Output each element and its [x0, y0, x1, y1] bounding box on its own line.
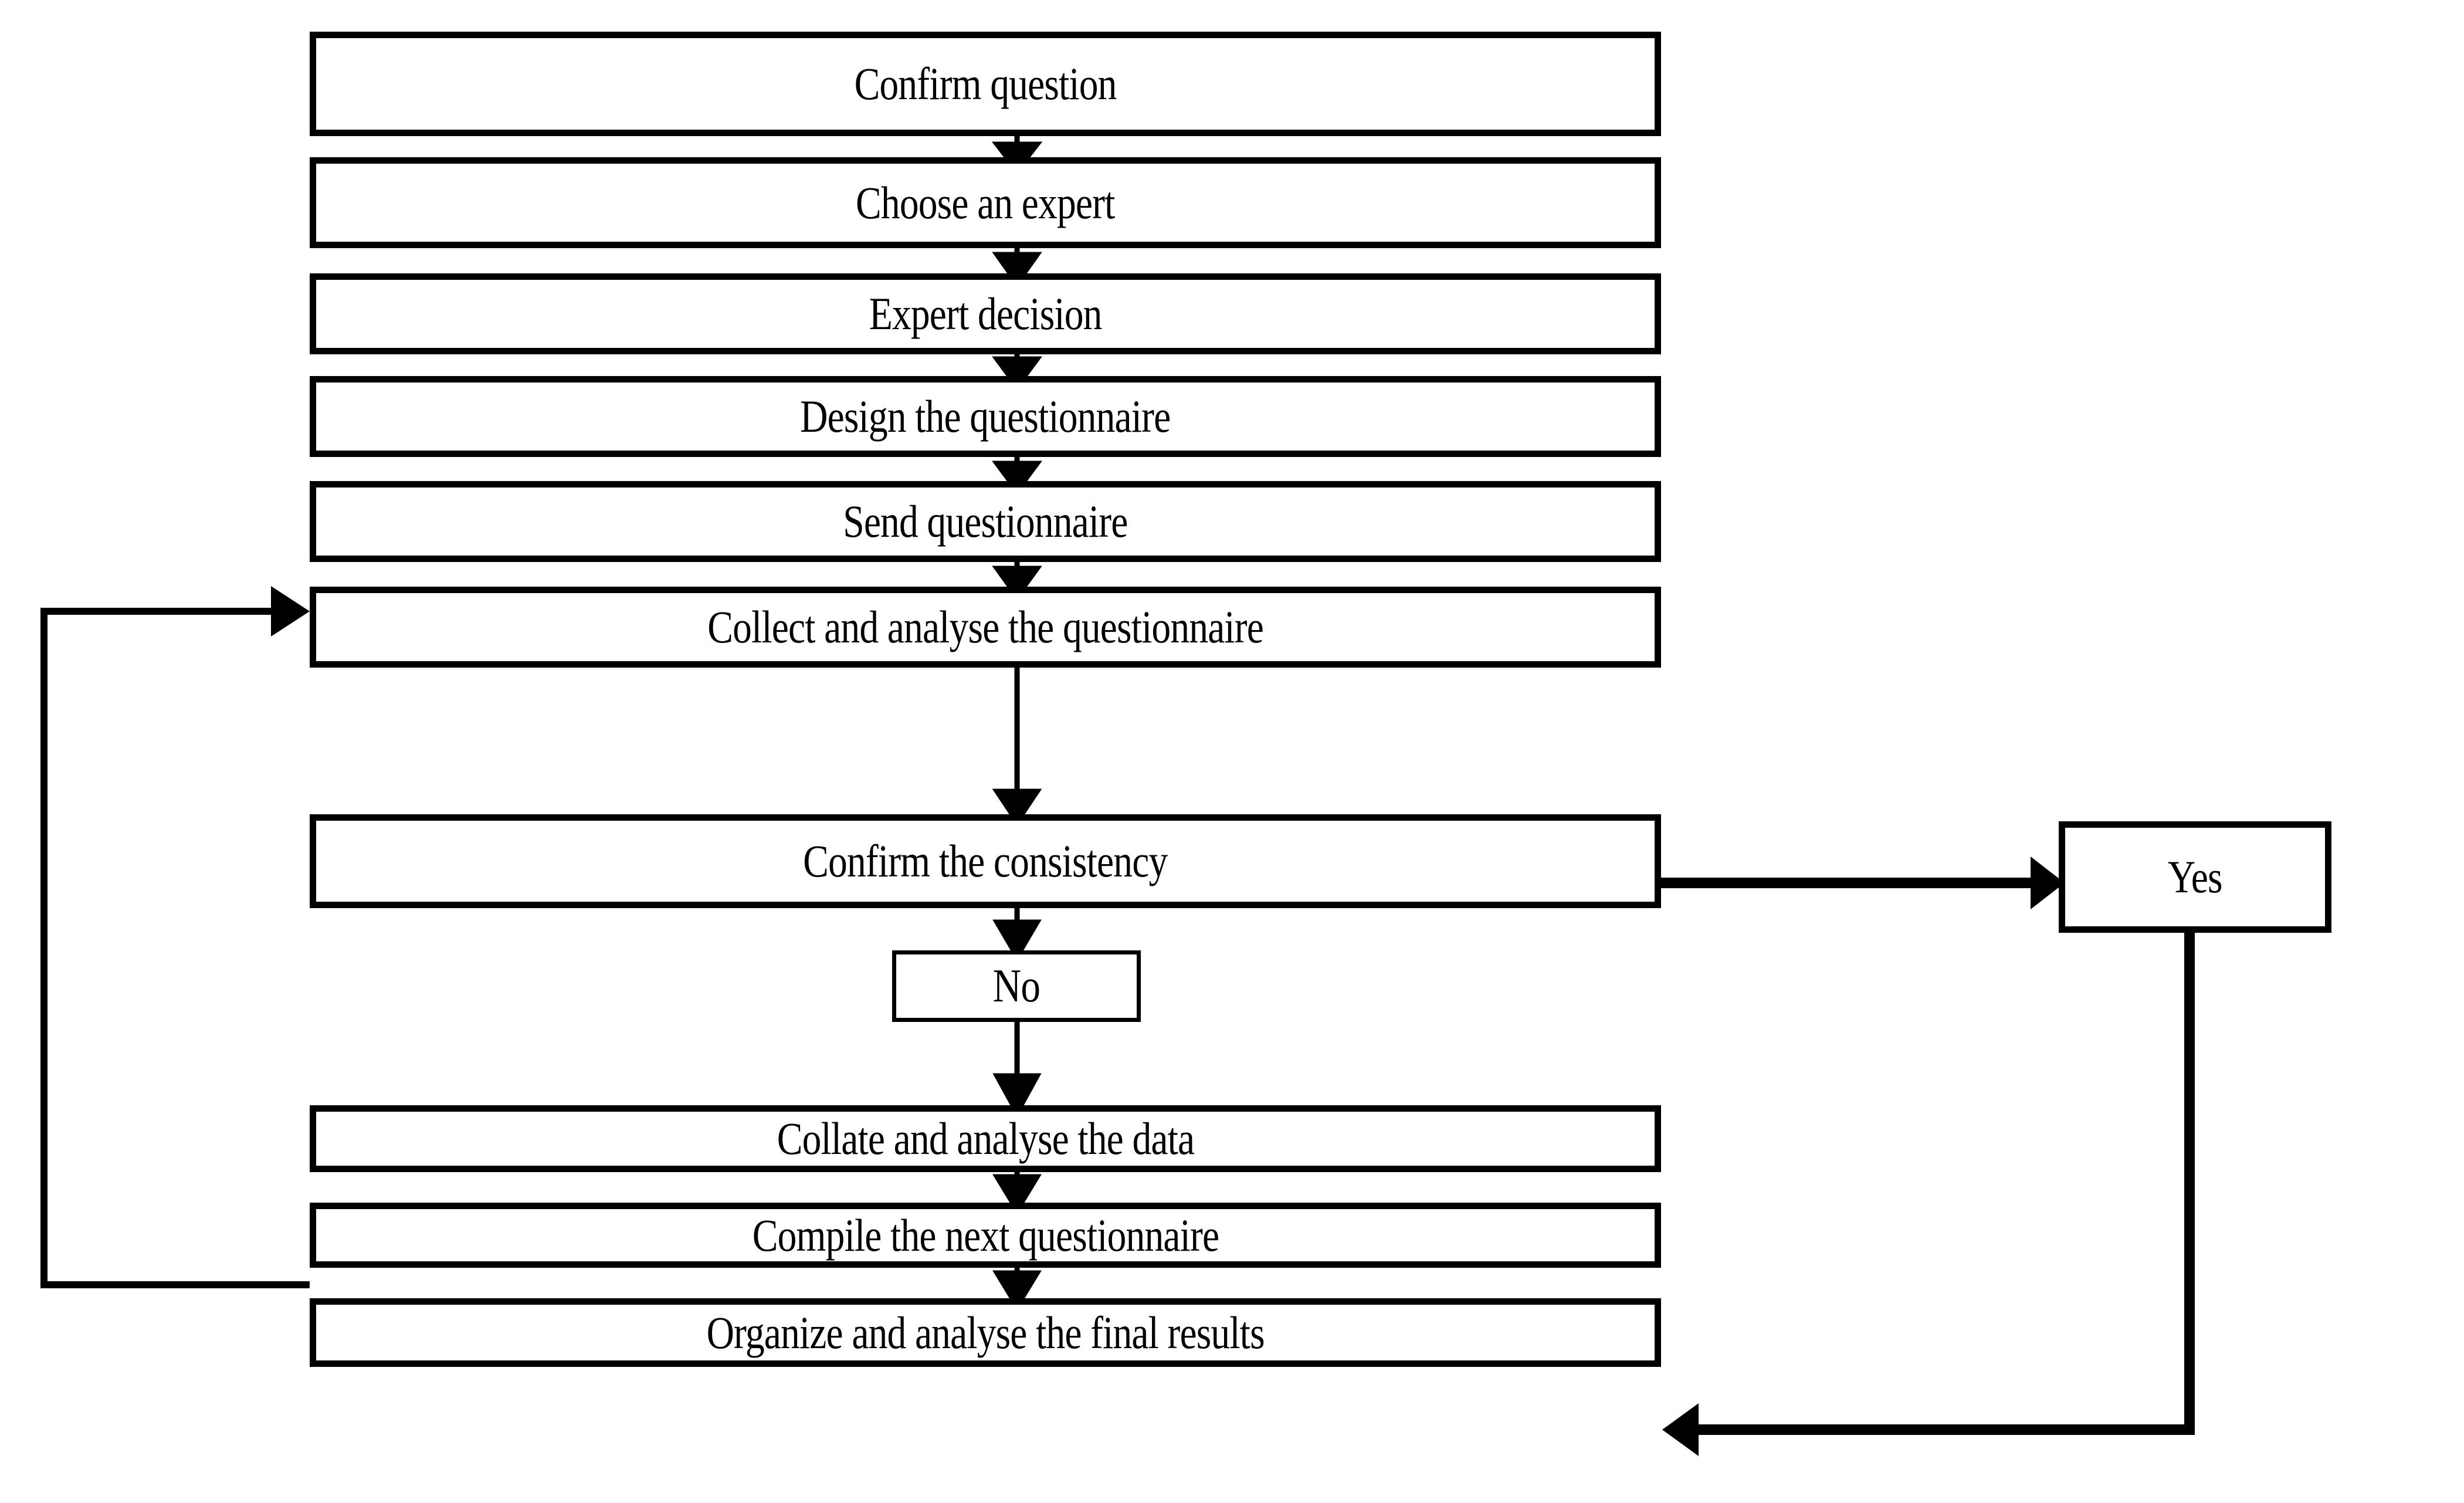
arrowhead-down-3	[992, 356, 1042, 391]
arrowhead-down-6	[992, 788, 1042, 827]
decision-label-yes[interactable]: Yes	[2059, 821, 2331, 933]
arrowhead-down-9	[992, 1174, 1042, 1215]
node-label: Collate and analyse the data	[777, 1113, 1194, 1164]
node-label: Confirm question	[854, 58, 1117, 109]
edge-confirm-consistency-to-yes	[1661, 857, 2065, 909]
node-expert-decision[interactable]: Expert decision	[310, 273, 1661, 354]
node-collect-and-analyse-the-questionnaire[interactable]: Collect and analyse the questionnaire	[310, 587, 1661, 668]
node-confirm-the-consistency[interactable]: Confirm the consistency	[310, 814, 1661, 908]
edge-yes-to-organize-final	[1662, 933, 2195, 1456]
arrowhead-right-send	[271, 586, 310, 637]
node-label: Organize and analyse the final results	[706, 1306, 1265, 1358]
arrowhead-down-4	[992, 461, 1042, 495]
decision-label-text: Yes	[2168, 851, 2223, 902]
node-choose-an-expert[interactable]: Choose an expert	[310, 157, 1661, 248]
decision-label-no[interactable]: No	[892, 950, 1141, 1022]
node-label: Compile the next questionnaire	[752, 1209, 1219, 1261]
arrowhead-down-8	[992, 1073, 1042, 1118]
node-compile-the-next-questionnaire[interactable]: Compile the next questionnaire	[310, 1203, 1661, 1268]
arrowhead-down-7	[992, 919, 1042, 962]
node-organize-and-analyse-the-final-results[interactable]: Organize and analyse the final results	[310, 1298, 1661, 1367]
decision-label-text: No	[992, 960, 1040, 1012]
node-collate-and-analyse-the-data[interactable]: Collate and analyse the data	[310, 1105, 1661, 1172]
node-confirm-question[interactable]: Confirm question	[310, 32, 1661, 136]
node-label: Confirm the consistency	[803, 835, 1168, 886]
arrowhead-down-5	[992, 566, 1042, 601]
node-label: Collect and analyse the questionnaire	[707, 601, 1264, 652]
arrowhead-down-10	[992, 1270, 1042, 1311]
node-label: Choose an expert	[856, 177, 1115, 228]
arrowhead-left-organize	[1662, 1403, 1699, 1456]
node-label: Design the questionnaire	[800, 391, 1171, 442]
node-design-the-questionnaire[interactable]: Design the questionnaire	[310, 376, 1661, 457]
node-label: Expert decision	[869, 288, 1103, 339]
node-label: Send questionnaire	[843, 496, 1128, 547]
edge-compile-next-feedback-to-send-questionnaire	[40, 586, 310, 1288]
node-send-questionnaire[interactable]: Send questionnaire	[310, 481, 1661, 562]
arrowhead-right-yes	[2031, 857, 2065, 909]
arrowhead-down-2	[992, 252, 1042, 287]
